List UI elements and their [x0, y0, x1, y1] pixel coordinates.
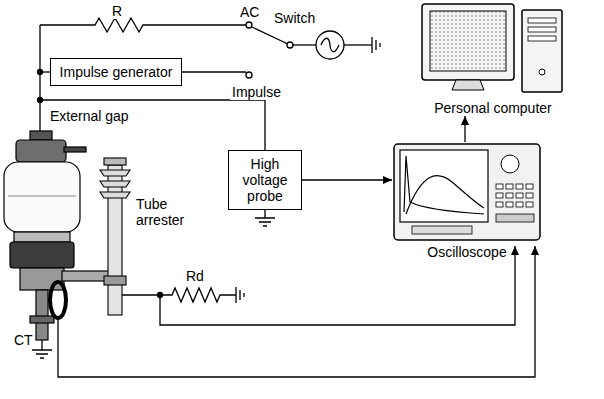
waveform: [404, 156, 484, 214]
impulse-terminal: [246, 72, 252, 78]
junction-dot: [158, 293, 163, 298]
ground-symbol: [32, 340, 52, 358]
resistor-label: Rd: [184, 268, 206, 284]
ground-symbol: [236, 287, 244, 303]
computer-icon: Personal computer: [418, 2, 568, 116]
base-block: [10, 242, 74, 268]
scope-body: [394, 144, 540, 240]
button: [506, 202, 513, 207]
button: [496, 184, 503, 189]
monitor: [422, 4, 514, 80]
ac-source: [316, 31, 344, 59]
button: [506, 193, 513, 198]
gap-electrode: [64, 147, 86, 152]
nut: [30, 316, 54, 323]
drive-bay: [528, 36, 556, 41]
tube-arrester: [100, 158, 130, 315]
current-transformer: [50, 282, 66, 318]
insulator-body: [4, 162, 80, 232]
scope-screen: [400, 150, 488, 222]
flange: [14, 232, 70, 242]
button: [516, 184, 523, 189]
ground-symbol: [255, 210, 275, 226]
junction-dot: [38, 98, 43, 103]
ground-symbol: [372, 37, 380, 53]
monitor-screen: [430, 11, 506, 71]
process-box: Impulse generator: [50, 58, 182, 86]
tube-sheds: [100, 170, 130, 198]
wire: [344, 44, 372, 45]
signal-arrow: [302, 179, 392, 180]
switch-pivot: [287, 42, 293, 48]
wire: [293, 44, 316, 45]
button: [526, 202, 533, 207]
resistor-label: R: [110, 3, 124, 19]
waveform: [406, 176, 484, 214]
control-strip: [412, 226, 472, 234]
wire: [40, 100, 265, 150]
test-arrester: [4, 131, 112, 340]
button: [496, 193, 503, 198]
power-button: [539, 69, 545, 75]
terminal-label: Impulse: [230, 84, 283, 100]
probe-box: High voltage probe: [228, 150, 302, 210]
bottom-rod: [36, 290, 48, 340]
junction-dot: [38, 70, 43, 75]
terminal-label: AC: [238, 4, 261, 20]
button: [526, 193, 533, 198]
shed-line: [8, 195, 76, 196]
top-terminal: [30, 131, 52, 140]
scope-drawing: [392, 142, 542, 242]
node-text: Oscilloscope: [392, 244, 542, 260]
ac-terminal: [246, 22, 252, 28]
node-text: Personal computer: [418, 100, 568, 116]
tube-cap: [104, 158, 126, 165]
node-text: Impulse generator: [57, 64, 175, 80]
button: [506, 184, 513, 189]
switch-label: Switch: [272, 10, 317, 26]
input-panel: [496, 214, 534, 222]
part-label: Tube arrester: [134, 196, 198, 228]
resistor-symbol: [40, 18, 246, 32]
part-label: External gap: [48, 108, 131, 124]
sine-symbol: [321, 38, 339, 52]
lower-block: [20, 268, 64, 290]
signal-lead: [58, 246, 535, 377]
resistor-symbol: [122, 288, 236, 302]
tower: [522, 10, 562, 92]
signal-arrow: [464, 116, 465, 142]
drive-bay: [528, 27, 556, 32]
computer-drawing: [418, 2, 568, 102]
tube-clamp: [104, 276, 126, 285]
button: [516, 193, 523, 198]
part-label: CT: [12, 332, 35, 348]
drive-bay: [528, 18, 556, 23]
knob: [501, 155, 519, 173]
node-text: High voltage probe: [235, 156, 295, 204]
switch-blade: [252, 27, 290, 45]
button: [496, 202, 503, 207]
button: [526, 184, 533, 189]
monitor-stand: [452, 80, 484, 90]
oscilloscope-icon: Oscilloscope: [392, 142, 542, 260]
top-cap: [16, 140, 66, 162]
wire: [182, 71, 246, 72]
button: [516, 202, 523, 207]
wire: [39, 25, 40, 132]
